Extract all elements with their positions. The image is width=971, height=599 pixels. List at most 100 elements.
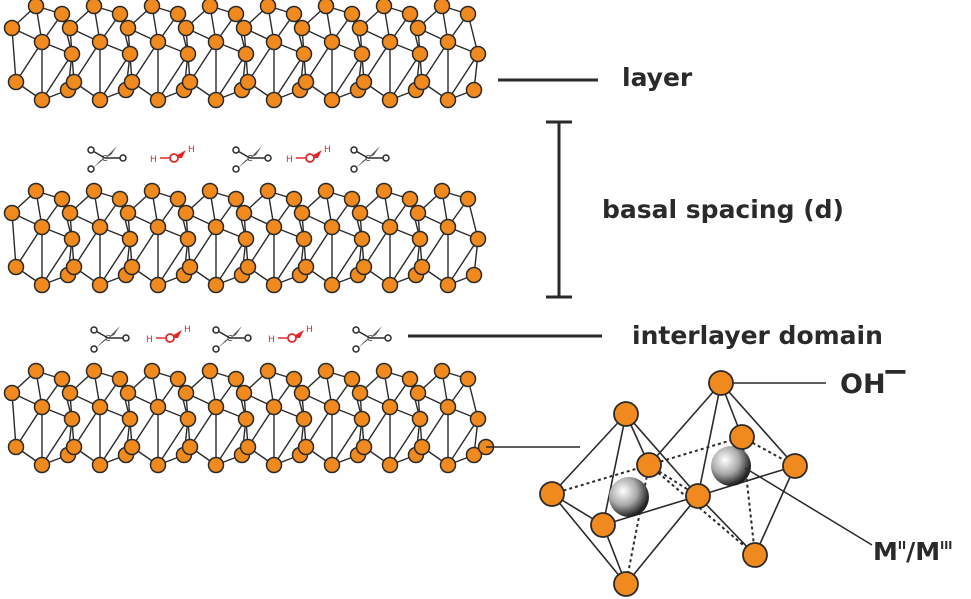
bond-line: [389, 53, 421, 101]
layer-atom: [409, 204, 427, 222]
layer-atom: [201, 182, 219, 200]
layer-atom: [85, 362, 103, 380]
layer-atom: [207, 456, 225, 474]
layer-middle: [3, 182, 487, 294]
layer-atom: [381, 398, 399, 416]
bond-line: [11, 212, 17, 268]
layer-atom: [63, 230, 81, 248]
layer-atom: [177, 19, 195, 37]
layer-atom: [239, 73, 257, 91]
interlayer-domain-label: interlayer domain: [632, 321, 883, 350]
layer-atom: [297, 73, 315, 91]
layer-atom: [7, 438, 25, 456]
layer-atom: [297, 438, 315, 456]
bond-line: [99, 418, 131, 466]
bond-line: [99, 53, 131, 101]
hydrogen-label: H: [150, 155, 157, 165]
layer-atom: [293, 19, 311, 37]
layer-atom: [121, 45, 139, 63]
bond-line: [41, 53, 73, 101]
layer-atom: [413, 438, 431, 456]
hydroxide-atom: [685, 483, 711, 509]
layer-atom: [179, 230, 197, 248]
layer-atom: [323, 218, 341, 236]
anion-molecule: C: [232, 146, 272, 173]
bond-line: [157, 418, 189, 466]
layer-atom: [207, 218, 225, 236]
water-molecule: HH: [146, 325, 191, 345]
hydroxide-charge: −: [882, 352, 909, 390]
water-molecule: HH: [268, 325, 313, 345]
layer-atom: [235, 204, 253, 222]
layer-atom: [343, 370, 361, 388]
layer-atom: [295, 230, 313, 248]
layer-atom: [351, 19, 369, 37]
layer-atom: [317, 0, 335, 15]
metal-label: MII/MIII: [873, 537, 952, 566]
layer-atom: [7, 73, 25, 91]
bond-line: [273, 53, 305, 101]
layer-top: [3, 0, 487, 109]
layer-atom: [343, 190, 361, 208]
hydrogen-label: H: [188, 145, 195, 155]
layer-atom: [411, 45, 429, 63]
layer-atom: [323, 276, 341, 294]
layer-atom: [91, 456, 109, 474]
layer-atom: [401, 5, 419, 23]
layer-atom: [65, 73, 83, 91]
layer-atom: [27, 362, 45, 380]
hydrogen-label: H: [184, 325, 191, 335]
metal-m3-superscript: III: [940, 539, 952, 552]
layer-atom: [375, 182, 393, 200]
layer-atom: [285, 370, 303, 388]
layer-atom: [91, 398, 109, 416]
layer-atom: [201, 362, 219, 380]
layer-atom: [295, 410, 313, 428]
layer-atom: [121, 410, 139, 428]
layer-atom: [91, 91, 109, 109]
hydroxide-atom: [636, 452, 662, 478]
layer-atom: [237, 410, 255, 428]
layer-atom: [169, 190, 187, 208]
layer-atom: [7, 258, 25, 276]
bond-line: [447, 418, 479, 466]
layer-atom: [27, 182, 45, 200]
layer-atom: [381, 456, 399, 474]
layer-atom: [65, 438, 83, 456]
layer-atom: [85, 0, 103, 15]
bond-line: [331, 53, 363, 101]
layer-atom: [61, 384, 79, 402]
layer-atom: [265, 456, 283, 474]
hydrogen-label: H: [306, 325, 313, 335]
layer-atom: [143, 182, 161, 200]
octahedra-detail: [539, 370, 873, 597]
layer-atom: [33, 276, 51, 294]
hydrogen-label: H: [268, 335, 275, 345]
layer-atom: [33, 33, 51, 51]
layer-atom: [177, 384, 195, 402]
layer-atom: [381, 218, 399, 236]
bond-line: [157, 53, 189, 101]
bond-line: [331, 418, 363, 466]
layer-atom: [111, 190, 129, 208]
layer-atom: [259, 362, 277, 380]
layer-atom: [207, 33, 225, 51]
water-molecule: HH: [286, 145, 331, 165]
metal-centre-right: [711, 446, 751, 486]
layer-atom: [285, 190, 303, 208]
anion-molecule: C: [352, 326, 392, 353]
layer-atom: [401, 370, 419, 388]
metal-m2-superscript: II: [898, 539, 906, 552]
layer-atom: [181, 73, 199, 91]
layer-atom: [355, 438, 373, 456]
layer-atom: [61, 19, 79, 37]
layer-atom: [465, 266, 483, 284]
layer-atom: [439, 218, 457, 236]
layer-atom: [265, 218, 283, 236]
layer-atom: [53, 190, 71, 208]
anion-molecule: C: [350, 146, 390, 173]
metal-m2: M: [873, 537, 898, 566]
layer-atom: [239, 438, 257, 456]
water-molecule: HH: [150, 145, 195, 165]
layer-atom: [61, 204, 79, 222]
